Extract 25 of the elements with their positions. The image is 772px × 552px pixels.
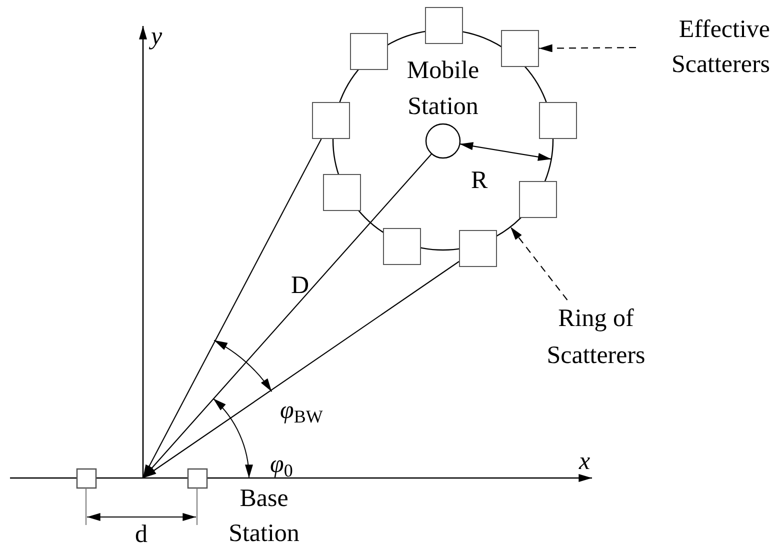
arrow (142, 138, 322, 478)
station-label: Base Station (228, 484, 300, 549)
scatterer-square (383, 228, 421, 265)
scatterer-square (350, 33, 388, 70)
distance-label: D (291, 271, 310, 301)
scatterer-square (519, 181, 557, 218)
leader-line (510, 226, 568, 300)
dimension-label: d (135, 520, 148, 550)
axis-label: x (579, 447, 590, 477)
scatterer-square (459, 230, 497, 267)
scatterer-square (323, 174, 361, 211)
axis-label: y (151, 22, 162, 52)
double-arrow (460, 142, 552, 161)
leader-line (539, 44, 636, 52)
angle-label: φ$_{0}$ (270, 450, 293, 482)
arrow (142, 261, 460, 478)
scatterer-square (539, 102, 577, 139)
callout-text: Effective Scatterers (670, 15, 770, 80)
station-label: Mobile Station (406, 56, 480, 122)
radius-label: R (471, 166, 488, 196)
callout-text: Ring of Scatterers (546, 304, 646, 371)
scatterer-square (312, 102, 350, 139)
scatterer-square (425, 7, 463, 44)
scatterer-square (501, 30, 539, 67)
angle-label: φ$_{BW}$ (280, 396, 323, 428)
